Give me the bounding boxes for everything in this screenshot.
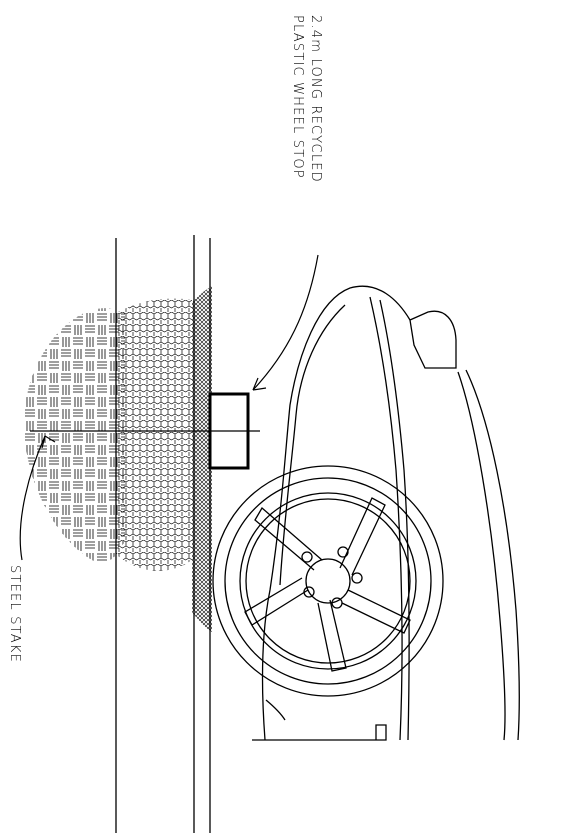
wheel-stop-leader	[252, 254, 319, 391]
car-body	[252, 285, 520, 741]
car-wheel	[212, 465, 444, 697]
gravel-base-layer	[118, 298, 192, 571]
soil-hatch	[24, 308, 126, 563]
wheel-stop	[208, 392, 250, 470]
steel-stake-leader	[19, 435, 56, 561]
wheel-stop-label-line2: PLASTIC WHEEL STOP	[290, 15, 305, 179]
wheel-stop-label-line1: 2.4m LONG RECYCLED	[308, 15, 323, 183]
compacted-layer	[192, 286, 212, 632]
steel-stake-label: STEEL STAKE	[7, 565, 22, 663]
